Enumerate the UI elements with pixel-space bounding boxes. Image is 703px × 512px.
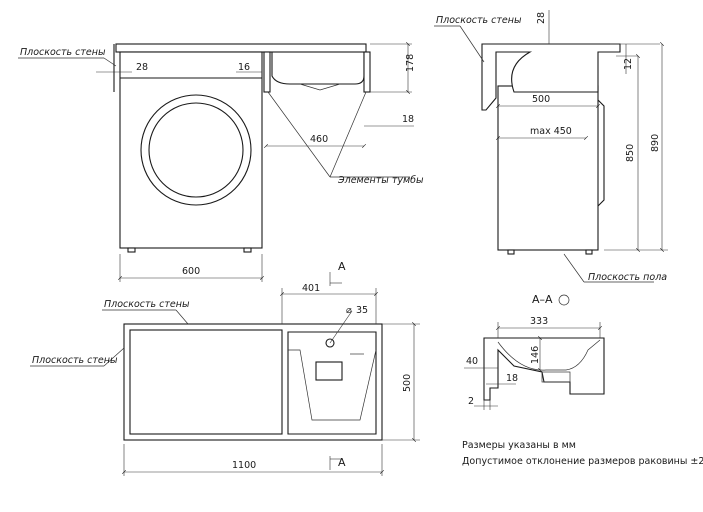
dim-40: 40 <box>466 356 478 367</box>
section-drain <box>541 371 571 383</box>
sink-side-profile <box>481 43 621 111</box>
dim-2: 2 <box>468 396 474 407</box>
dim-500-plan: 500 <box>402 374 413 392</box>
machine-side-door <box>597 99 605 207</box>
sink-plan-outline <box>123 323 383 441</box>
dim-460: 460 <box>310 134 328 145</box>
bracket-left <box>263 51 271 93</box>
dim-line-35 <box>329 310 353 344</box>
section-mark-top: А <box>338 260 346 273</box>
plan-view <box>30 272 420 476</box>
bracket-right <box>363 51 371 93</box>
dim-500-side: 500 <box>532 94 550 105</box>
note-tolerance: Допустимое отклонение размеров раковины … <box>462 456 703 467</box>
wall-plane-label-side: Плоскость стены <box>436 15 522 26</box>
dim-28-side: 28 <box>536 12 547 24</box>
section-view <box>464 322 605 410</box>
cabinet-leader-1 <box>267 91 331 178</box>
section-bowl-curve <box>497 339 601 371</box>
wall-plane-label-front: Плоскость стены <box>20 47 106 58</box>
dim-18-front: 18 <box>402 114 414 125</box>
dim-16-front: 16 <box>238 62 250 73</box>
dim-333: 333 <box>530 316 548 327</box>
section-view-symbol <box>558 294 570 306</box>
section-profile <box>483 337 605 401</box>
dim-12: 12 <box>623 58 634 70</box>
plan-wall-leader-2 <box>103 347 125 367</box>
machine-door-outer <box>140 94 252 206</box>
dim-850: 850 <box>625 144 636 162</box>
dim-35: 35 <box>356 305 368 316</box>
machine-door-inner <box>148 102 244 198</box>
sink-bowl-front <box>271 52 365 85</box>
sink-drain <box>299 83 341 91</box>
section-title: А–А <box>532 293 553 306</box>
tap-hole <box>325 338 335 348</box>
dim-18-section: 18 <box>506 373 518 384</box>
bowl-contour <box>288 349 377 421</box>
note-units: Размеры указаны в мм <box>462 440 576 451</box>
front-view <box>18 44 414 282</box>
dim-146: 146 <box>530 346 541 364</box>
dim-401: 401 <box>302 283 320 294</box>
dim-890: 890 <box>650 134 661 152</box>
side-view <box>434 10 668 283</box>
dim-max450: max 450 <box>530 126 572 137</box>
plan-wall-leader-1 <box>175 309 189 325</box>
wall-plane-label-plan-2: Плоскость стены <box>32 355 118 366</box>
section-mark-bottom: А <box>338 456 346 469</box>
shelf-area <box>129 329 283 435</box>
dim-600: 600 <box>182 266 200 277</box>
side-wall-leader <box>459 25 485 63</box>
side-foot-left <box>507 249 515 255</box>
bowl-area <box>287 331 377 435</box>
machine-foot-right <box>243 247 252 253</box>
floor-leader <box>563 253 585 283</box>
washing-machine-body <box>119 51 263 249</box>
machine-side-body <box>497 85 599 251</box>
wall-plane-label-plan-1: Плоскость стены <box>104 299 190 310</box>
side-foot-right <box>585 249 593 255</box>
dim-28-front: 28 <box>136 62 148 73</box>
dim-178: 178 <box>405 54 416 72</box>
sink-top-slab <box>115 43 367 53</box>
machine-foot-left <box>127 247 136 253</box>
cabinet-elements-label: Элементы тумбы <box>337 175 424 186</box>
drain-rect <box>315 361 343 381</box>
diameter-symbol: ⌀ <box>346 305 352 316</box>
floor-plane-label: Плоскость пола <box>588 272 667 283</box>
dim-1100: 1100 <box>232 460 256 471</box>
cabinet-leader-2 <box>329 91 367 178</box>
